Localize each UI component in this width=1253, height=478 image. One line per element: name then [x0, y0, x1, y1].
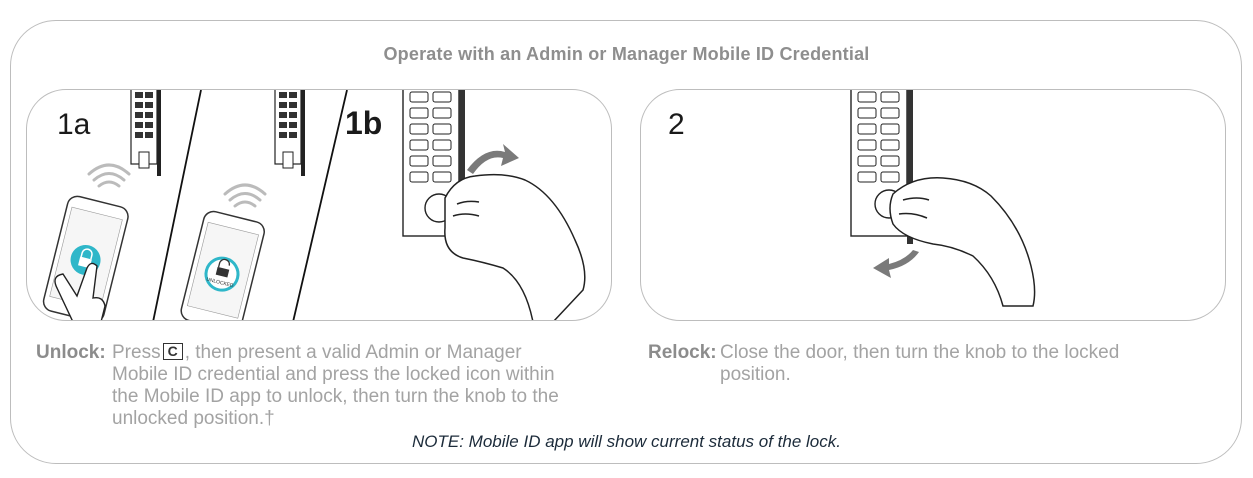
hand-turning-knob-icon — [444, 173, 586, 320]
relock-text-line1: Close the door, then turn the knob to th… — [720, 342, 1120, 363]
unlock-text-line2: Mobile ID credential and press the locke… — [112, 364, 555, 385]
step-label-1b: 1b — [345, 105, 383, 141]
relock-line-1: Relock:Close the door, then turn the kno… — [648, 342, 1208, 364]
divider-line — [152, 90, 202, 320]
unlock-text-line4: unlocked position.† — [112, 408, 275, 429]
keypad-lock-icon — [130, 90, 161, 176]
unlock-text-line1: , then present a valid Admin or Manager — [184, 342, 522, 363]
smartphone-icon: UNLOCKED — [180, 210, 265, 320]
rotate-arrow-icon — [873, 250, 919, 278]
wireless-signal-icon — [87, 163, 131, 188]
card-title: Operate with an Admin or Manager Mobile … — [383, 44, 870, 64]
hand-turning-knob-icon — [889, 177, 1036, 307]
step-label-1a: 1a — [57, 108, 91, 141]
wireless-signal-icon — [223, 183, 267, 208]
unlock-label: Unlock: — [36, 342, 106, 363]
unlock-text-line3: the Mobile ID app to unlock, then turn t… — [112, 386, 559, 407]
relock-label: Relock: — [648, 342, 717, 363]
instruction-card — [10, 20, 1242, 464]
unlock-text-press: Press — [112, 342, 161, 363]
c-key-icon: C — [162, 343, 183, 360]
relock-instructions: Relock:Close the door, then turn the kno… — [648, 342, 1208, 386]
keypad-lock-icon — [274, 90, 305, 176]
panel-unlock-illustration: UNLOCKED 1a 1b — [26, 89, 612, 321]
note-text: NOTE: Mobile ID app will show current st… — [412, 432, 841, 451]
panel-relock-illustration: 2 — [640, 89, 1226, 321]
pointing-hand-icon — [54, 262, 106, 320]
unlock-illustration: UNLOCKED — [42, 90, 586, 320]
divider-line — [292, 90, 348, 320]
relock-illustration — [850, 90, 1036, 307]
relock-text-line2: position. — [720, 364, 791, 385]
step-label-2: 2 — [668, 108, 685, 141]
